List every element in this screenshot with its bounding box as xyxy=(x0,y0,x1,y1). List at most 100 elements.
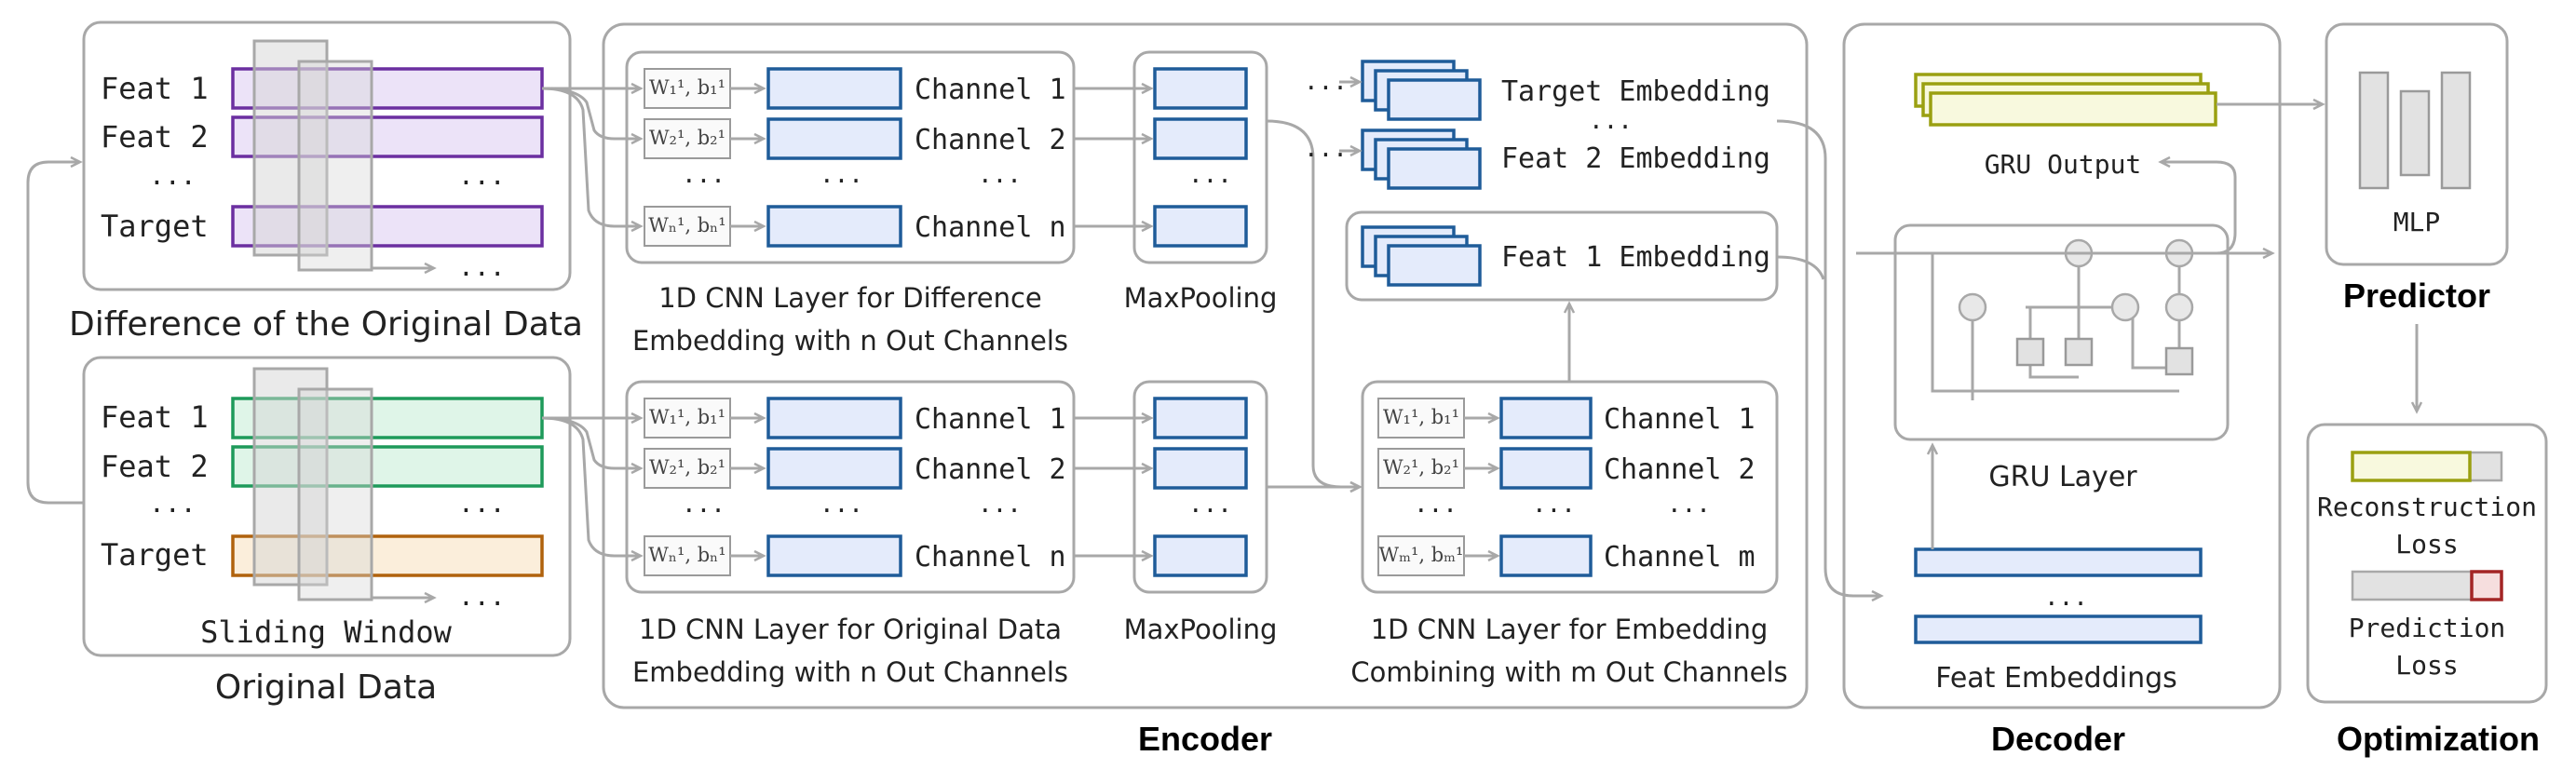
cnn-comb-ellipsis-2: ... xyxy=(1532,491,1576,519)
target-embedding-stack xyxy=(1361,60,1482,121)
mlp-layer-3 xyxy=(2440,71,2472,190)
maxpool-top-block-2 xyxy=(1153,117,1248,160)
gru-internal-wires xyxy=(1971,255,2181,400)
cnn-comb-ellipsis-1: ... xyxy=(1414,491,1457,519)
embedding-ellipsis: ... xyxy=(1589,107,1633,135)
cnn-diff-channel-1: Channel 1 xyxy=(915,74,1066,106)
diff-row-feat1: Feat 1 xyxy=(101,71,209,106)
cnn-comb-channel-m-block xyxy=(1499,534,1593,577)
cnn-diff-weights: W₁¹, b₁¹ W₂¹, b₂¹ Wₙ¹, bₙ¹ xyxy=(644,68,731,247)
cnn-comb-weight-m-box xyxy=(1377,535,1465,576)
embeddings-to-decoder-arrow xyxy=(1776,119,1881,596)
cnn-diff-channel-2-block xyxy=(766,117,902,160)
cnn-orig-channel-1-block xyxy=(766,397,902,439)
target-emb-block-3 xyxy=(1387,78,1482,121)
cnn-orig-weights: W₁¹, b₁¹ W₂¹, b₂¹ Wₙ¹, bₙ¹ xyxy=(644,398,731,576)
cnn-comb-channel-2: Channel 2 xyxy=(1604,453,1756,486)
orig-row-feat2: Feat 2 xyxy=(101,449,209,484)
cnn-diff-box xyxy=(625,50,1076,264)
diff-data-title: Difference of the Original Data xyxy=(69,305,583,344)
cnn-orig-ellipsis-2: ... xyxy=(820,491,863,519)
cnn-comb-weight-2-box xyxy=(1377,448,1465,489)
cnn-orig-ellipsis-3: ... xyxy=(978,491,1022,519)
maxpool-bottom-label: MaxPooling xyxy=(1124,614,1278,645)
diff-window-1 xyxy=(252,39,329,257)
orig-slide-ellipsis: ... xyxy=(458,581,506,612)
cnn-orig-box xyxy=(625,380,1076,594)
maxpool-bottom-block-n xyxy=(1153,534,1248,577)
cnn-orig-weight-1: W₁¹, b₁¹ xyxy=(649,406,725,428)
mlp-layer-1 xyxy=(2358,71,2390,190)
gru-input-line xyxy=(1931,253,2179,393)
sliding-window-label: Sliding Window xyxy=(200,614,452,650)
maxpool-bottom-block-2 xyxy=(1153,447,1248,490)
gru-cell-wiring xyxy=(1895,238,2228,400)
cnn-diff-channel-n: Channel n xyxy=(915,211,1066,244)
diff-window-2 xyxy=(297,60,373,272)
cnn-diff-weight-n-box xyxy=(644,206,731,247)
cnn-diff-channel-1-block xyxy=(766,67,902,110)
predictor-panel xyxy=(2325,22,2509,266)
orig-row-feat1: Feat 1 xyxy=(101,399,209,435)
cnn-orig-channel-2: Channel 2 xyxy=(915,453,1066,486)
reconstruction-loss-label-1: Reconstruction xyxy=(2317,492,2537,522)
feat-emb-ellipsis: ... xyxy=(2044,584,2088,612)
maxpool-top-box xyxy=(1132,50,1268,264)
orig-data-title: Original Data xyxy=(215,668,437,707)
cnn-orig-channel-n-block xyxy=(766,534,902,577)
feat1-embedding-label: Feat 1 Embedding xyxy=(1501,241,1770,274)
encoder-panel xyxy=(602,22,1809,709)
diff-to-cnn-arrow-n xyxy=(541,87,641,226)
cnn-orig-ellipsis-1: ... xyxy=(682,491,725,519)
diff-row-feat2: Feat 2 xyxy=(101,119,209,155)
cnn-comb-caption-1: 1D CNN Layer for Embedding xyxy=(1371,614,1769,645)
feat2-emb-dots: ... xyxy=(1304,135,1348,163)
cnn-orig-weight-2: W₂¹, b₂¹ xyxy=(649,456,725,479)
maxpool-top-ellipsis: ... xyxy=(1188,161,1232,189)
cnn-comb-channel-1: Channel 1 xyxy=(1604,403,1756,436)
predictor-title: Predictor xyxy=(2343,277,2490,315)
mlp-label: MLP xyxy=(2393,207,2441,237)
decoder-panel xyxy=(1842,22,2282,709)
cnn-comb-channel-m: Channel m xyxy=(1604,541,1756,574)
encoder-title: Encoder xyxy=(1138,720,1272,758)
prediction-loss-label-2: Loss xyxy=(2395,650,2458,681)
feat2-emb-block-3 xyxy=(1387,147,1482,190)
cnn-diff-weight-2: W₂¹, b₂¹ xyxy=(649,127,725,149)
cnn-orig-channel-1: Channel 1 xyxy=(915,403,1066,436)
feat2-embedding-label: Feat 2 Embedding xyxy=(1501,142,1770,175)
diff-bar-ellipsis: ... xyxy=(458,160,506,191)
optimization-title: Optimization xyxy=(2337,720,2540,758)
feat1-emb-to-decoder-wire xyxy=(1776,255,1825,280)
reconstruction-loss-label-2: Loss xyxy=(2395,529,2458,560)
cnn-orig-weight-2-box xyxy=(644,448,731,489)
gru-out-block-3 xyxy=(1929,91,2217,127)
gru-output-label: GRU Output xyxy=(1985,149,2142,180)
gru-layer-box xyxy=(1893,223,2230,441)
cnn-diff-ellipsis-2: ... xyxy=(820,161,863,189)
prediction-loss-label-1: Prediction xyxy=(2349,613,2506,643)
cnn-diff-weight-n: Wₙ¹, bₙ¹ xyxy=(648,214,725,236)
feat-embeddings-label: Feat Embeddings xyxy=(1935,662,2177,695)
cnn-comb-ellipsis-3: ... xyxy=(1667,491,1711,519)
gru-to-output-arrow xyxy=(2161,162,2237,255)
gru-layer-label: GRU Layer xyxy=(1988,461,2137,493)
orig-window-2 xyxy=(297,387,373,601)
feat1-embedding-stack xyxy=(1361,225,1482,287)
feat1-emb-block-3 xyxy=(1387,244,1482,287)
gru-gate-circle-4 xyxy=(2110,292,2140,322)
gru-sigma-box-2 xyxy=(2064,337,2094,367)
cnn-diff-weight-1-box xyxy=(644,68,731,109)
feat-emb-bar-2 xyxy=(1914,614,2203,644)
cnn-comb-weights: W₁¹, b₁¹ W₂¹, b₂¹ Wₘ¹, bₘ¹ xyxy=(1377,398,1465,576)
cnn-orig-weight-1-box xyxy=(644,398,731,439)
cnn-orig-caption-1: 1D CNN Layer for Original Data xyxy=(639,614,1062,645)
gru-sigma-box-1 xyxy=(2015,337,2045,367)
cnn-orig-channel-2-block xyxy=(766,447,902,490)
optimization-panel xyxy=(2306,423,2548,704)
diff-data-panel xyxy=(82,20,572,291)
diff-feature-rows: Feat 1 Feat 2 ... Target ... xyxy=(101,67,544,248)
cnn-diff-caption-2: Embedding with n Out Channels xyxy=(632,325,1068,357)
cnn-comb-weight-m: Wₘ¹, bₘ¹ xyxy=(1379,544,1464,566)
